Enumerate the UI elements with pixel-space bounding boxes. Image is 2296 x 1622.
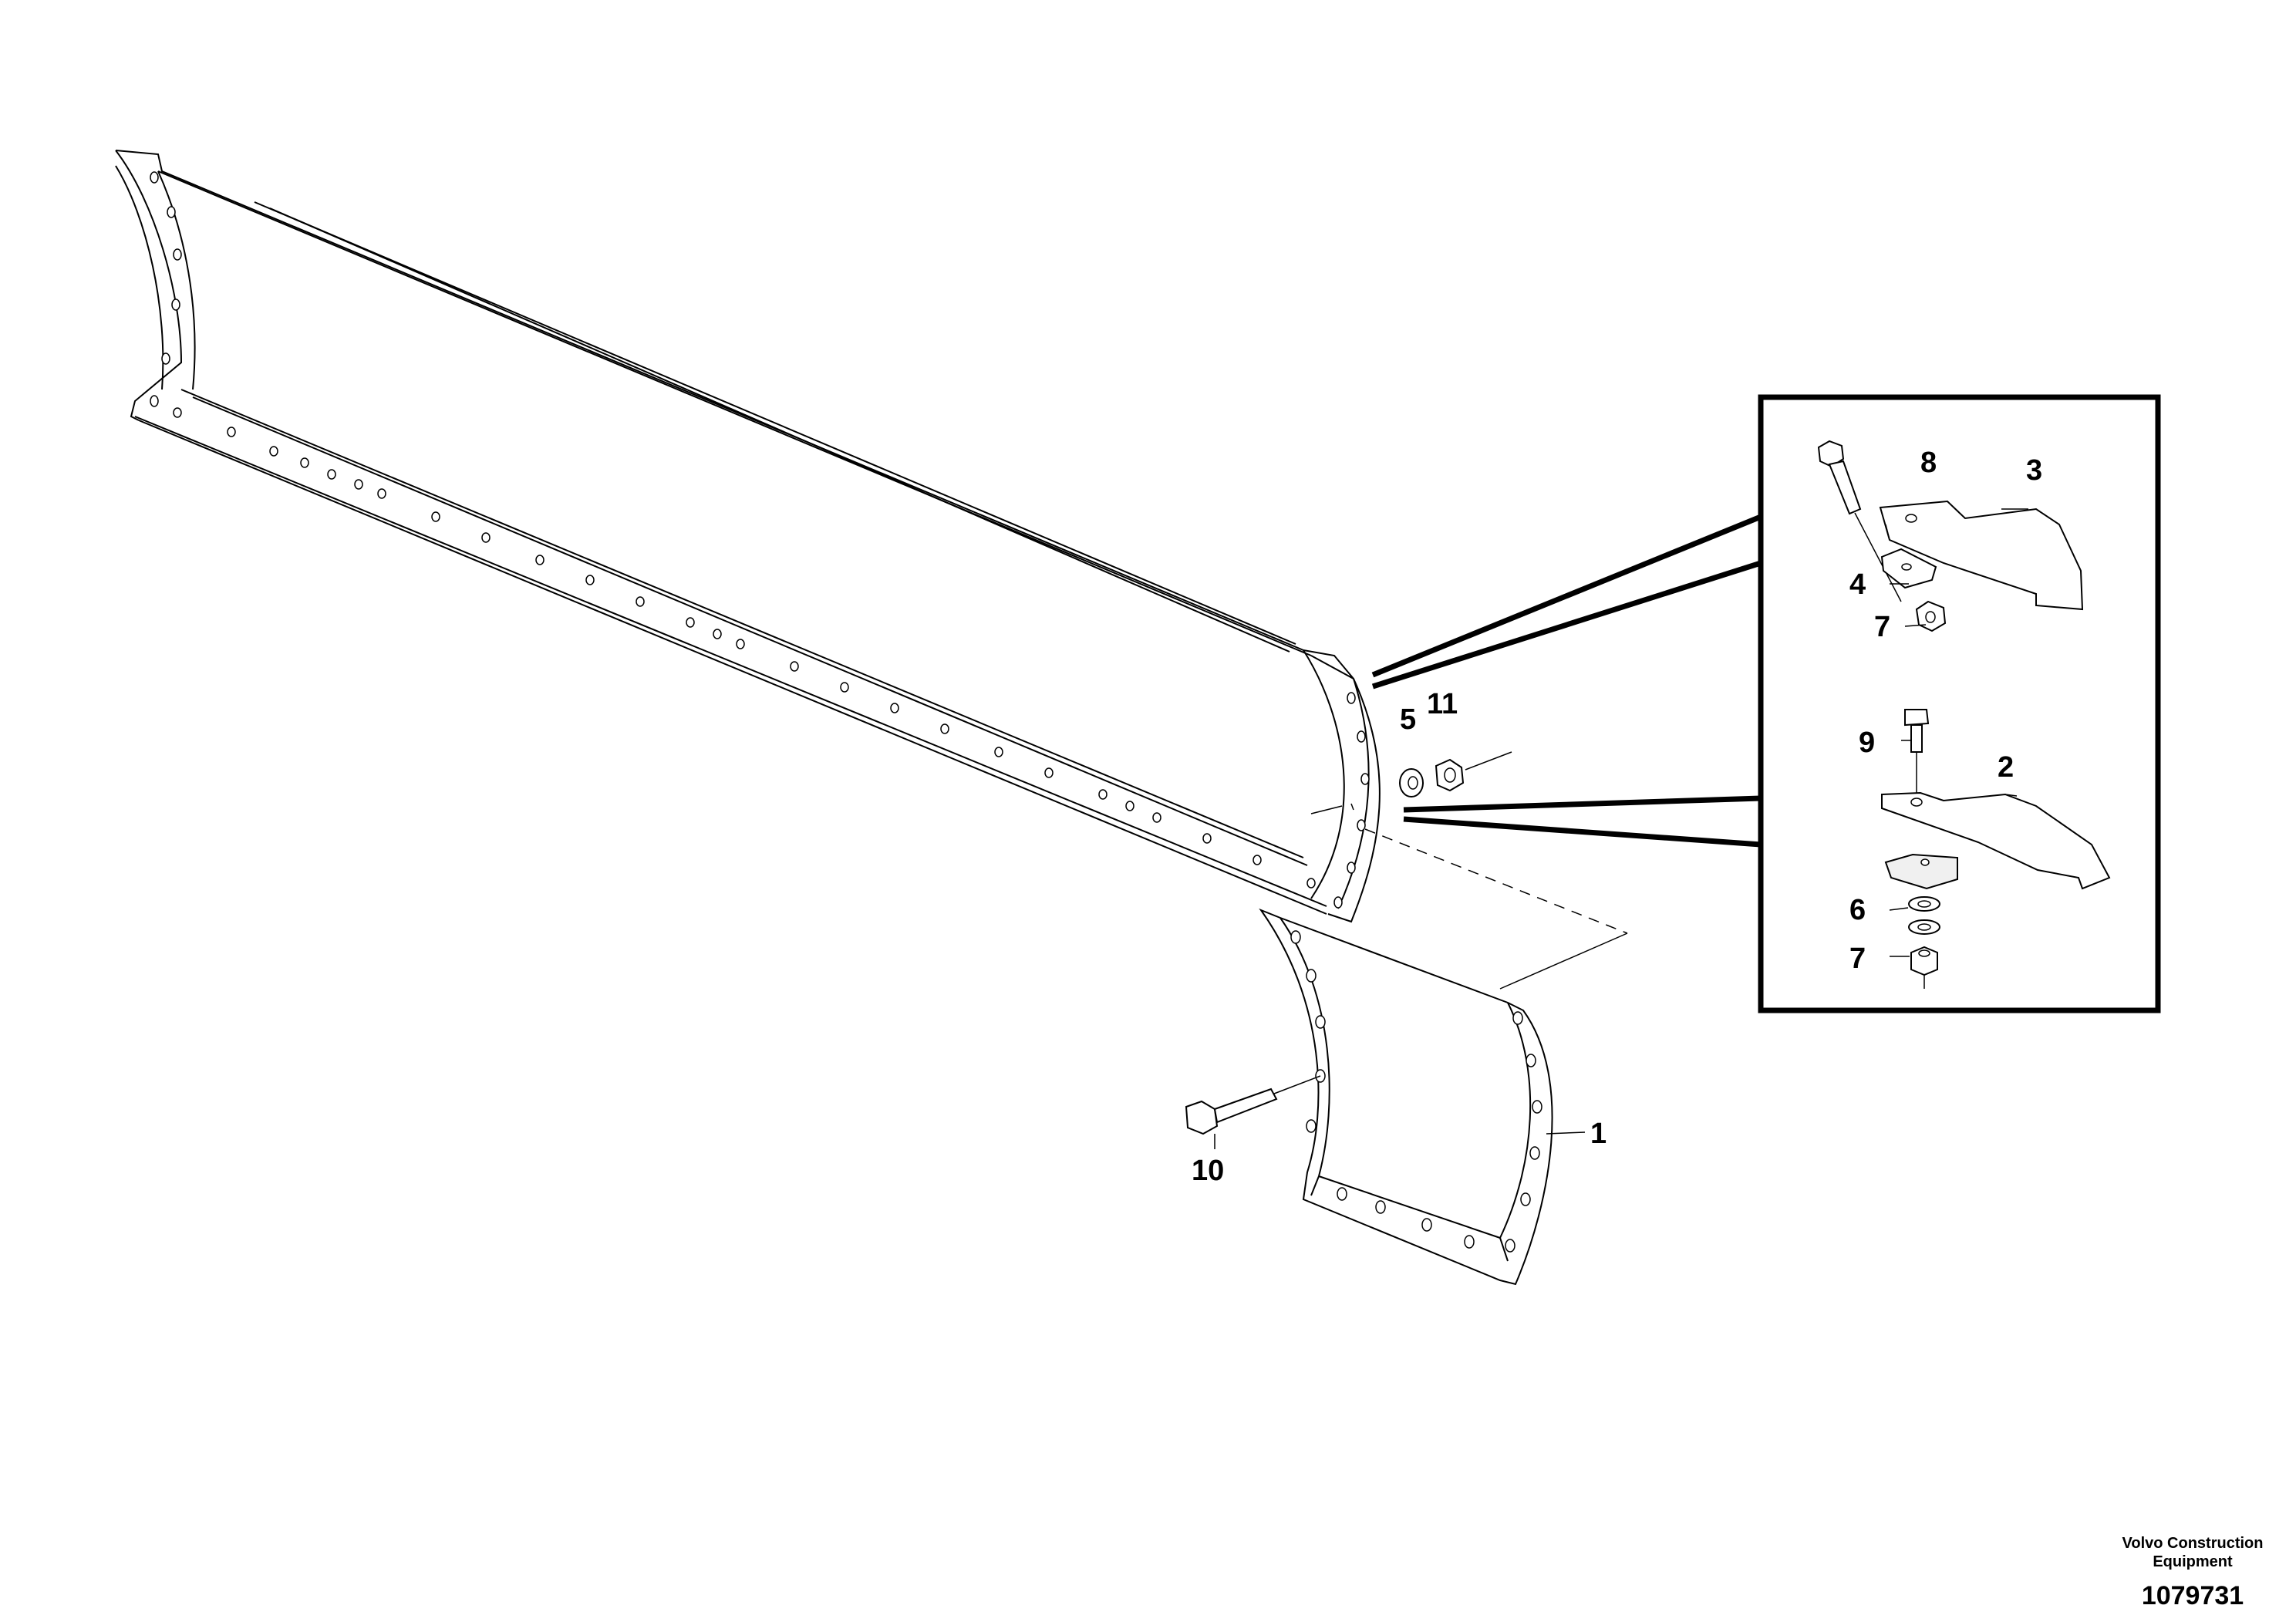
detail-box (1371, 394, 2161, 1013)
callout-1: 1 (1590, 1118, 1607, 1150)
callout-7-lower: 7 (1849, 943, 1866, 975)
callout-11: 11 (1427, 688, 1458, 720)
callout-4: 4 (1849, 568, 1866, 601)
main-blade (115, 150, 1381, 923)
callout-10: 10 (1192, 1155, 1224, 1187)
company-name-line1: Volvo Construction (2122, 1535, 2264, 1552)
callout-7-upper: 7 (1874, 611, 1890, 643)
callout-3: 3 (2026, 454, 2042, 487)
callout-9: 9 (1859, 727, 1875, 759)
company-name-line2: Equipment (2153, 1553, 2233, 1570)
washer-5 (1399, 768, 1424, 798)
nut-11 (1435, 758, 1465, 792)
end-plate-1 (1259, 908, 1553, 1286)
callout-6: 6 (1849, 894, 1866, 926)
document-number: 1079731 (2142, 1581, 2244, 1610)
callout-5: 5 (1400, 703, 1416, 736)
bolt-10 (1185, 1075, 1321, 1135)
callout-8: 8 (1920, 447, 1937, 479)
callout-2: 2 (1998, 751, 2014, 784)
